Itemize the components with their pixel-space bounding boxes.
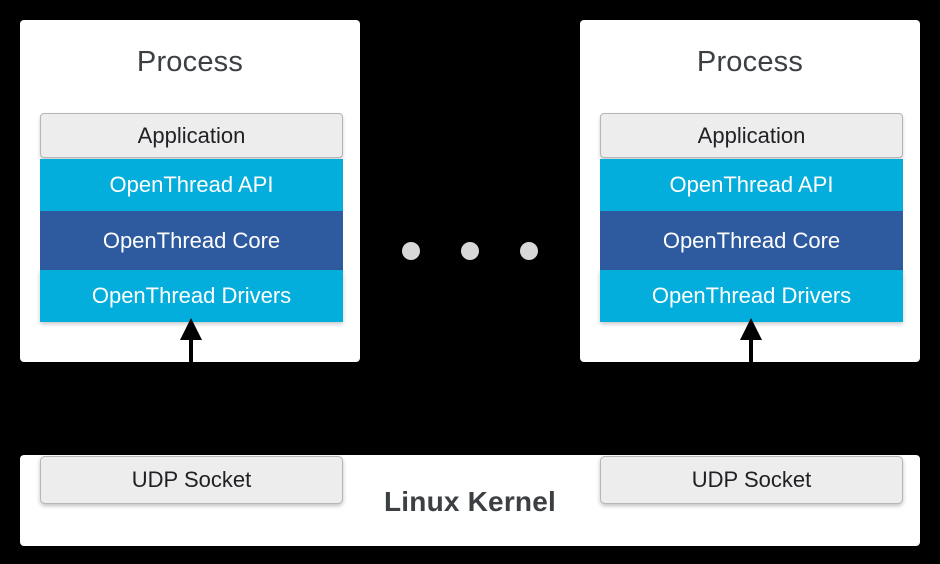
layer-label: Application xyxy=(697,122,806,148)
layer-application-right[interactable]: Application xyxy=(600,113,903,158)
udp-socket-label: UDP Socket xyxy=(691,467,812,492)
arrow-up-icon-left xyxy=(178,318,204,363)
udp-socket-box-right[interactable]: UDP Socket xyxy=(600,456,903,504)
process-title-left: Process xyxy=(136,46,244,78)
layer-openthread-core-left[interactable]: OpenThread Core xyxy=(40,211,343,270)
layer-openthread-api-left[interactable]: OpenThread API xyxy=(40,159,343,211)
layer-openthread-api-right[interactable]: OpenThread API xyxy=(600,159,903,211)
udp-socket-label: UDP Socket xyxy=(131,467,252,492)
layer-label: OpenThread Core xyxy=(662,227,841,253)
layer-label: Application xyxy=(137,122,246,148)
ellipsis-dot-2 xyxy=(461,242,479,260)
layer-label: OpenThread Drivers xyxy=(91,283,292,308)
kernel-title: Linux Kernel xyxy=(384,486,556,517)
layer-openthread-drivers-right[interactable]: OpenThread Drivers xyxy=(600,270,903,322)
ellipsis-dot-3 xyxy=(520,242,538,260)
layer-openthread-core-right[interactable]: OpenThread Core xyxy=(600,211,903,270)
layer-openthread-drivers-left[interactable]: OpenThread Drivers xyxy=(40,270,343,322)
layer-label: OpenThread Drivers xyxy=(651,283,852,308)
layer-application-left[interactable]: Application xyxy=(40,113,343,158)
ellipsis-dot-1 xyxy=(402,242,420,260)
udp-socket-box-left[interactable]: UDP Socket xyxy=(40,456,343,504)
arrow-up-icon-right xyxy=(738,318,764,363)
process-title-right: Process xyxy=(696,46,804,78)
layer-label: OpenThread API xyxy=(109,172,274,197)
layer-label: OpenThread Core xyxy=(102,227,281,253)
layer-label: OpenThread API xyxy=(669,172,834,197)
